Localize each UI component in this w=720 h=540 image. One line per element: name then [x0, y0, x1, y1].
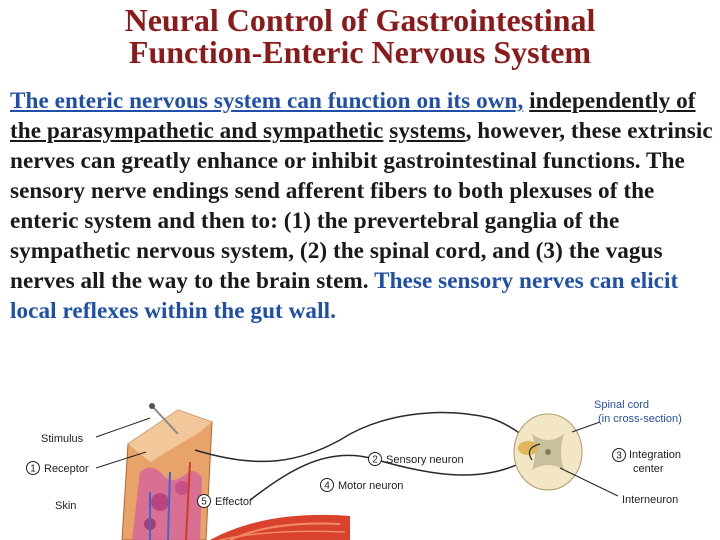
receptor-label: Receptor [44, 463, 89, 475]
motor-number-badge [320, 478, 334, 492]
paragraph-segment-3: systems [389, 118, 466, 144]
sensory-neuron-path [194, 411, 541, 463]
skin-label: Skin [55, 500, 76, 512]
paragraph-segment-1: The enteric nervous system can function … [10, 88, 524, 114]
sensory-number: 2 [372, 455, 378, 466]
stimulus-label: Stimulus [41, 433, 84, 445]
paragraph-segment-5: These sensory nerves can elicit local re… [10, 268, 679, 324]
effector-label: Effector [215, 496, 253, 508]
receptor-number: 1 [30, 464, 36, 475]
interneuron-leader [559, 467, 619, 497]
stimulus-leader [95, 417, 151, 438]
reflex-arc-diagram: Spinal cord (in cross-section) Stimulus … [26, 399, 682, 540]
integration-arrow [528, 443, 541, 461]
spinal-cord-leader [571, 421, 601, 433]
integration-number-badge [612, 448, 626, 462]
receptor-leader [95, 451, 147, 469]
effector-number-badge [197, 494, 211, 508]
integration-number: 3 [616, 451, 622, 462]
spinal-cord-label-line-2: (in cross-section) [598, 413, 682, 425]
paragraph-segment-4: , however, these extrinsic nerves can gr… [10, 118, 713, 294]
body-paragraph: The enteric nervous system can function … [10, 86, 716, 326]
page-title: Neural Control of Gastrointestinal Funct… [0, 4, 720, 68]
title-line-2: Function-Enteric Nervous System [128, 34, 592, 70]
stimulus-needle [151, 405, 179, 435]
motor-number: 4 [324, 481, 330, 492]
interneuron-label: Interneuron [622, 494, 678, 506]
motor-neuron-label: Motor neuron [338, 480, 403, 492]
paragraph-segment-2: independently of the parasympathetic and… [10, 88, 696, 144]
spinal-cord-illustration [513, 413, 583, 491]
sensory-number-badge [368, 452, 382, 466]
sensory-neuron-label: Sensory neuron [386, 454, 464, 466]
stimulus-needle-head [149, 403, 155, 409]
effector-number: 5 [201, 497, 207, 508]
receptor-number-badge [26, 461, 40, 475]
title-line-1: Neural Control of Gastrointestinal [124, 2, 596, 38]
skin-tissue-illustration [121, 409, 213, 540]
muscle-effector-illustration [210, 514, 350, 540]
spinal-cord-label-line-1: Spinal cord [594, 399, 649, 411]
integration-label-line-1: Integration [629, 449, 681, 461]
integration-label-line-2: center [633, 463, 664, 475]
